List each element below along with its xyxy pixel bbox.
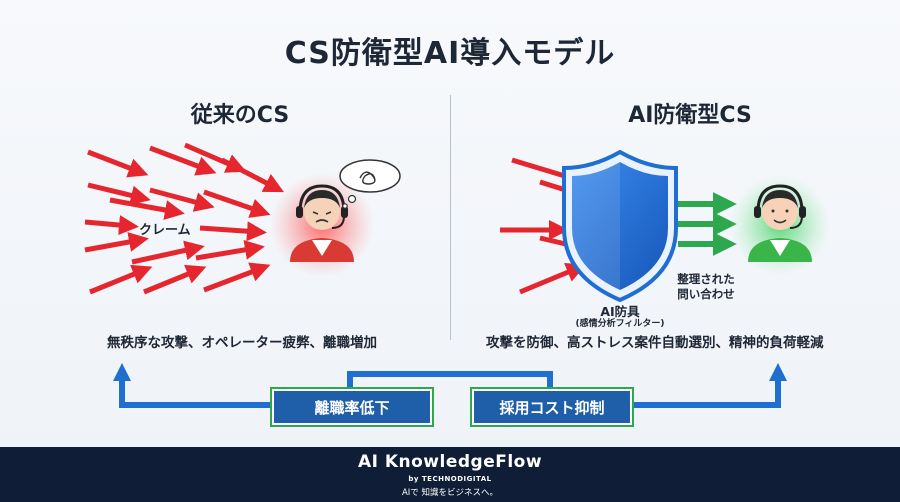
shield-label: AI防具 [600, 304, 640, 319]
claim-arrow [84, 232, 149, 253]
left-heading: 従来のCS [190, 103, 290, 128]
claim-arrow [89, 264, 153, 295]
filtered-inquiry-arrows [678, 192, 737, 256]
footer-tagline: AIで 知識をビジネスへ。 [401, 488, 499, 498]
shield-icon [562, 149, 678, 303]
claim-arrow [143, 264, 207, 295]
claim-label: クレーム [139, 223, 191, 238]
claim-arrow [87, 149, 149, 178]
center-divider [450, 95, 451, 340]
claim-arrow [519, 262, 587, 295]
claim-arrow [149, 145, 217, 176]
turnover-reduction-box: 離職率低下 [270, 387, 434, 427]
claim-arrow [84, 215, 139, 235]
thought-bubble-icon [339, 159, 401, 209]
claim-arrow [87, 182, 151, 206]
outcome-connectors [113, 363, 787, 408]
right-heading: AI防衛型CS [628, 103, 752, 128]
claim-arrow [199, 221, 267, 242]
calm-operator-icon [730, 175, 830, 275]
left-caption: 無秩序な攻撃、オペレーター疲弊、離職増加 [107, 335, 377, 351]
connector-top [347, 371, 553, 387]
hiring-cost-box: 採用コスト抑制 [470, 387, 634, 427]
claim-arrow [220, 157, 284, 193]
claim-arrow [131, 240, 205, 265]
claim-arrow [203, 262, 271, 293]
claim-arrow [149, 187, 215, 212]
connector-right [630, 363, 787, 408]
page-title: CS防衛型AI導入モデル [284, 36, 616, 71]
output-label-line1: 整理された [677, 272, 735, 286]
footer-brand: AI KnowledgeFlow [357, 452, 543, 472]
claim-arrow [195, 239, 265, 261]
right-caption: 攻撃を防御、高ストレス案件自動選別、精神的負荷軽減 [486, 335, 824, 351]
footer-by: by TECHNODIGITAL [408, 475, 492, 483]
connector-left [113, 363, 270, 408]
shield-sublabel: (感情分析フィルター) [575, 319, 665, 329]
footer-bar: AI KnowledgeFlow by TECHNODIGITAL AIで 知識… [0, 447, 900, 502]
claim-arrows [84, 142, 284, 295]
claim-arrow [203, 189, 271, 218]
claim-arrow [109, 197, 185, 220]
output-label-line2: 問い合わせ [677, 287, 735, 301]
